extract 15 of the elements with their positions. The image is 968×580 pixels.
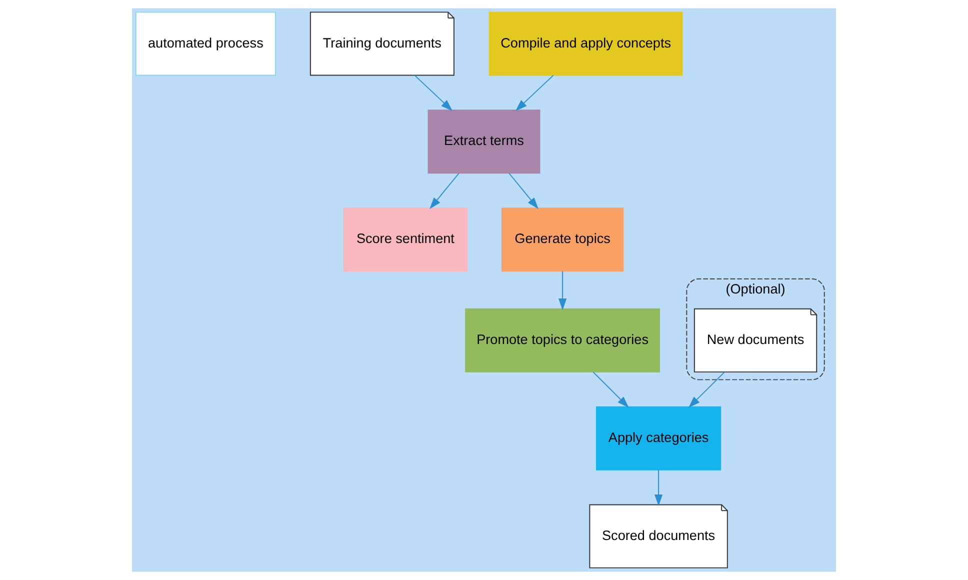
arrow [414,74,453,111]
arrow [592,372,629,408]
node-box: automated process [135,12,276,76]
node-box: Promote topics to categories [465,308,660,372]
arrow [558,270,567,310]
node-box: Compile and apply concepts [488,12,683,76]
arrow [430,172,460,210]
node-box: Score sentiment [343,208,468,272]
arrow [688,372,726,408]
node-box: Generate topics [501,208,624,272]
arrow [654,470,663,506]
arrow [508,172,538,210]
arrow [515,74,554,111]
node-box: Apply categories [596,406,722,470]
node-box: Extract terms [428,110,540,174]
